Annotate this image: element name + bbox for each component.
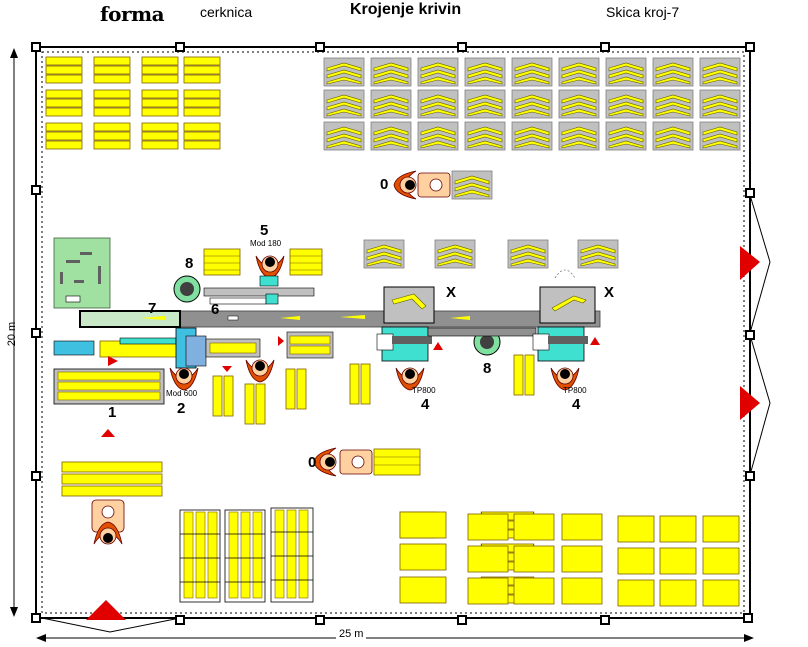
station-8-left-label: 8 <box>185 255 194 272</box>
height-dimension-label: 20 m <box>6 321 18 347</box>
station-4-left-model: TP800 <box>412 386 436 395</box>
station-2-model: Mod 600 <box>166 389 198 398</box>
page-title: Krojenje krivin <box>350 1 462 18</box>
station-1-label: 1 <box>108 404 117 421</box>
forma-logo: forma <box>100 2 165 26</box>
sketch-label: Skica kroj-7 <box>606 4 680 20</box>
station-4-right-model: TP800 <box>563 386 587 395</box>
location-label: cerknica <box>200 4 253 20</box>
station-6-label: 6 <box>211 301 220 318</box>
station-4-right-label: 4 <box>572 396 581 413</box>
station-0-top-label: 0 <box>380 176 389 193</box>
station-5-label: 5 <box>260 222 269 239</box>
width-dimension-label: 25 m <box>336 628 367 640</box>
station-8-right-label: 8 <box>483 360 492 377</box>
station-0-mid-label: 0 <box>308 454 317 471</box>
station-2-label: 2 <box>177 400 186 417</box>
marker-x-left: X <box>446 284 457 301</box>
station-4-left-label: 4 <box>421 396 430 413</box>
marker-x-right: X <box>604 284 615 301</box>
station-7-label: 7 <box>148 300 157 317</box>
station-5-model: Mod 180 <box>250 239 282 248</box>
